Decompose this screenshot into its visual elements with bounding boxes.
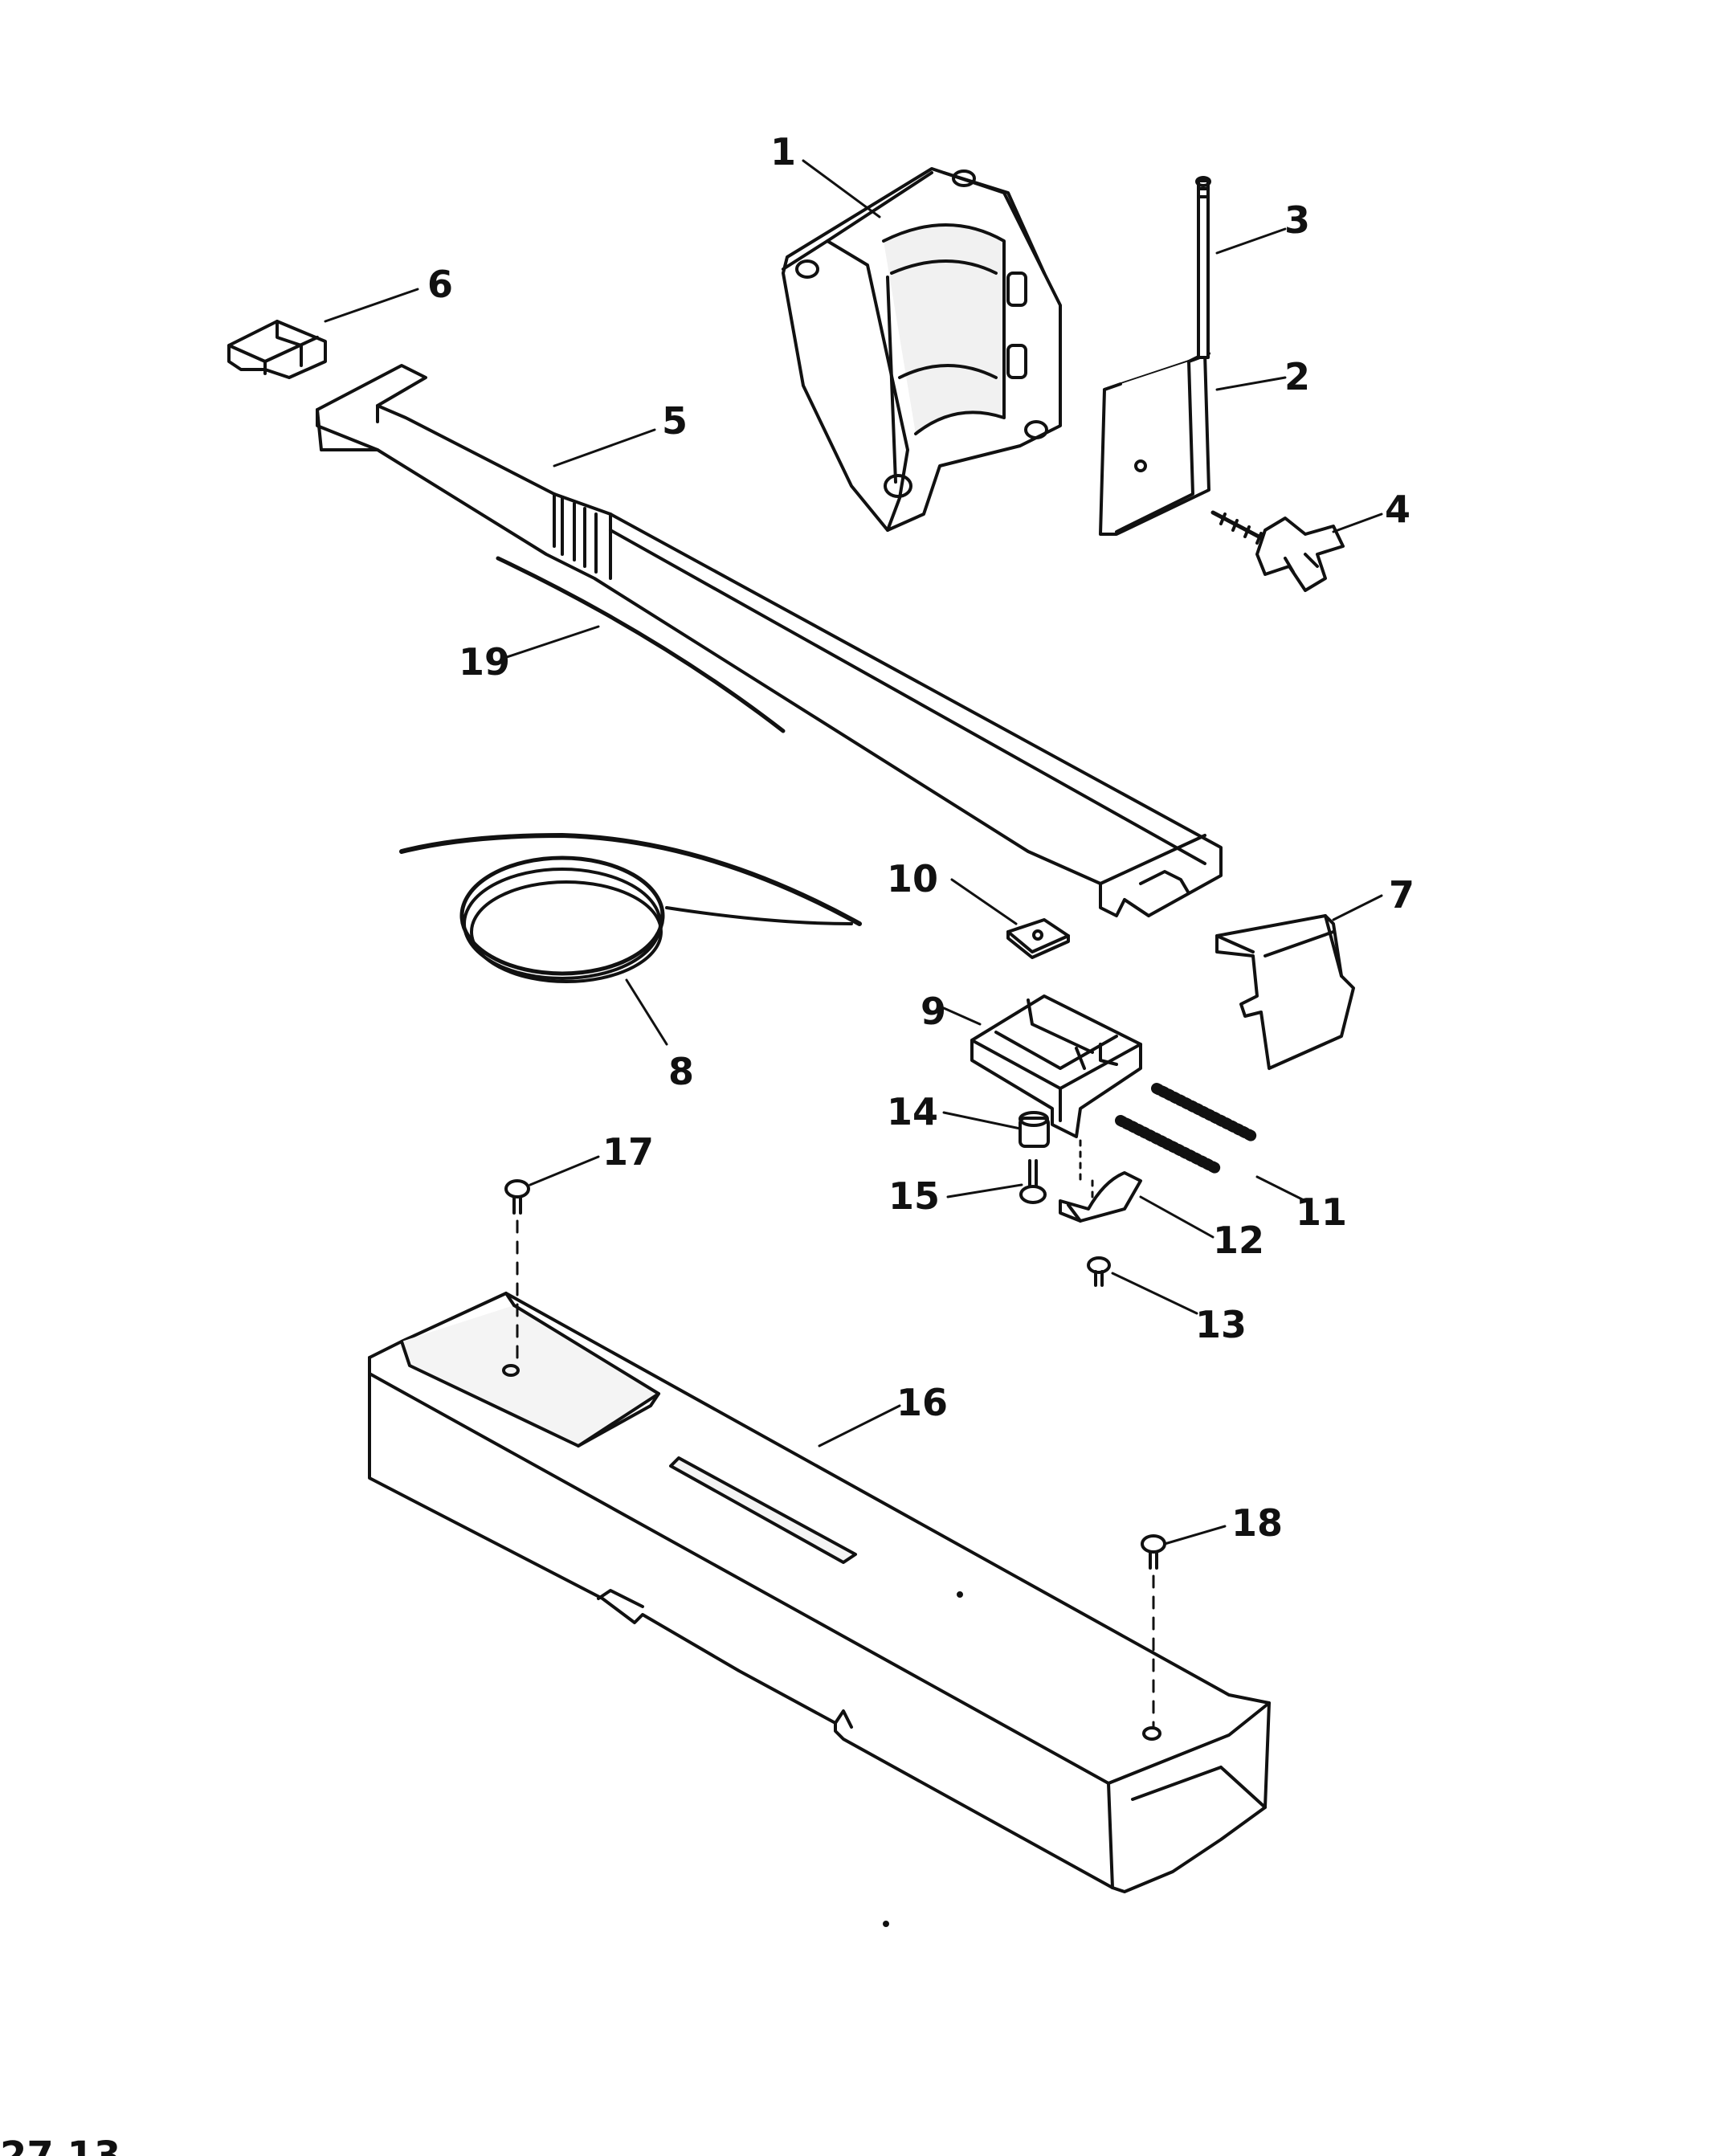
part-6-end-cap: [227, 320, 327, 379]
part-17-screw: [504, 1179, 530, 1367]
part-7-end-cap: [1215, 914, 1355, 1070]
part-18-screw: [1141, 1534, 1166, 1729]
callout-numbers: 1 2 3 4 5 6 7 8 9 10 11 12 13 14 15 16 1…: [427, 130, 1415, 1545]
callout-15: 15: [888, 1174, 940, 1218]
callout-11: 11: [1296, 1190, 1347, 1234]
callout-14: 14: [887, 1090, 938, 1133]
callout-19: 19: [459, 640, 510, 684]
part-12-clip: [1059, 1139, 1142, 1223]
page-code: 27 13: [0, 2134, 120, 2156]
callout-2: 2: [1284, 355, 1310, 398]
callout-12: 12: [1213, 1219, 1264, 1262]
callout-4: 4: [1385, 488, 1410, 531]
part-10-nut-plate: [1006, 918, 1070, 959]
callout-9: 9: [921, 990, 946, 1033]
callout-17: 17: [602, 1130, 654, 1174]
part-3-pin: [1195, 176, 1211, 359]
callout-7: 7: [1389, 873, 1415, 917]
part-1-bracket: [782, 167, 1062, 532]
callout-16: 16: [896, 1381, 948, 1424]
callout-5: 5: [662, 399, 688, 443]
callout-10: 10: [887, 857, 938, 900]
callout-3: 3: [1284, 198, 1310, 242]
callout-13: 13: [1195, 1303, 1247, 1346]
part-2-clamp-pad: [1099, 352, 1210, 536]
part-4-knob-screw: [1210, 510, 1345, 592]
callout-1: 1: [770, 130, 796, 174]
part-8-coiled-cable: [399, 833, 862, 983]
part-14-spacer: [1019, 1111, 1050, 1148]
part-16-base-plate: [368, 1292, 1271, 1893]
part-19-wire: [496, 556, 786, 733]
callout-8: 8: [668, 1050, 694, 1093]
part-5-tiller-arm: [316, 364, 1223, 917]
callout-18: 18: [1231, 1501, 1283, 1545]
part-13-screw: [1087, 1256, 1111, 1287]
part-11-springs: [1115, 1083, 1259, 1174]
part-9-slide-block: [970, 994, 1142, 1138]
leader-lines: [324, 159, 1383, 1546]
part-15-screw: [1019, 1159, 1047, 1204]
callout-6: 6: [427, 263, 453, 306]
